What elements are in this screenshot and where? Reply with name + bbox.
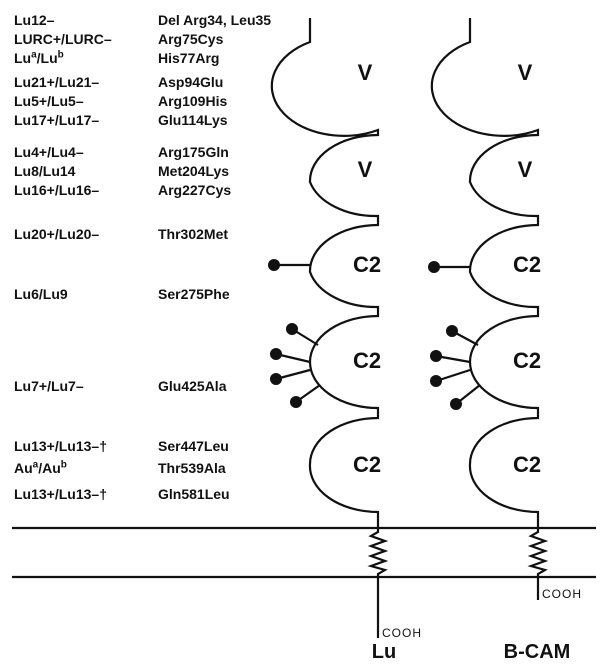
bcam-chain: V V C2 C2 C2 COOH [428,18,582,601]
glycan-dot [270,348,282,360]
v-domain-label: V [358,157,373,182]
v-domain-label: V [518,157,533,182]
lu-chain: V V C2 C2 C2 COOH [268,18,422,640]
glycan-dot [268,259,280,271]
glycan-dot [290,396,302,408]
c2-domain-label: C2 [513,348,541,373]
v-domain-label: V [358,60,373,85]
bcam-cooh-label: COOH [542,587,582,601]
bcam-domain-outline [432,18,545,600]
bcam-isoform-label: B-CAM [504,641,571,663]
c2-domain-label: C2 [353,252,381,277]
c2-domain-label: C2 [513,252,541,277]
glycan-dot [270,373,282,385]
glycan-dot [286,323,298,335]
glycan-dot [450,398,462,410]
lu-isoform-label: Lu [372,641,396,663]
glycan-dot [430,375,442,387]
c2-domain-label: C2 [353,348,381,373]
v-domain-label: V [518,60,533,85]
c2-domain-label: C2 [353,452,381,477]
glycan-dot [428,261,440,273]
glycan-dot [430,350,442,362]
glycan-dot [446,325,458,337]
c2-domain-label: C2 [513,452,541,477]
lu-cooh-label: COOH [382,626,422,640]
